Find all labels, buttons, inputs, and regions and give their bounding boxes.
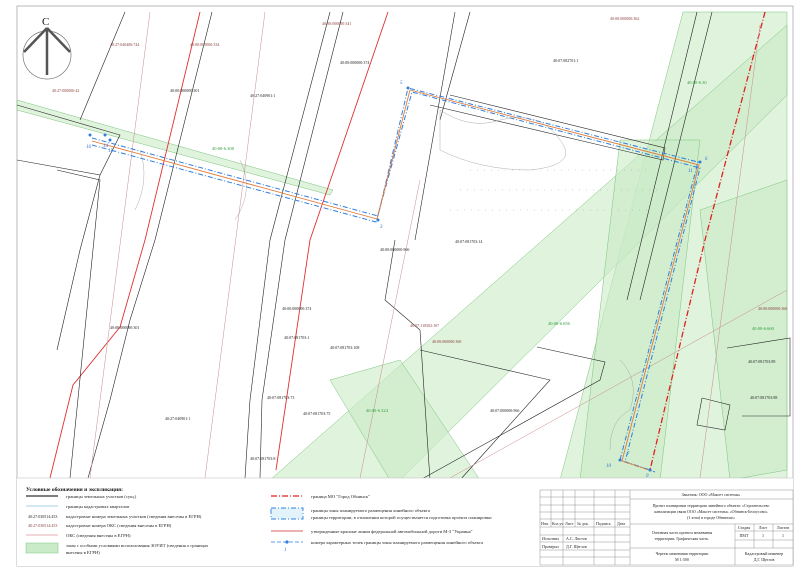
legend-item: границы зоны планируемого размещения лин…: [311, 508, 430, 513]
zone-label: 40:00-6.30: [687, 80, 707, 85]
stage-header: Листов: [777, 525, 789, 530]
legend-item: внесены в ЕГРН): [66, 550, 100, 555]
legend-item: утвержденные красные линии федеральной а…: [311, 529, 473, 534]
column-header: № док.: [577, 521, 589, 526]
cad-label: 40:00:000000:366: [758, 306, 787, 311]
cad-label: 40:07:081703:108: [330, 345, 359, 350]
zone-label: 40:00-6.660: [752, 326, 775, 331]
cad-label: 40:27:000000:42: [52, 88, 79, 93]
point-number: 14: [103, 144, 109, 149]
zone-labels: 40:00-6.308 40:00-6.30 40:00-6.656 40:00…: [212, 80, 775, 413]
legend-item: граница МО "Город Обнинск": [311, 494, 370, 499]
cad-label: 40:07:081703:75: [303, 411, 330, 416]
cad-label: 40:07:000000:966: [490, 408, 519, 413]
stage-value: ПМТ: [740, 533, 749, 538]
point-number: 6: [705, 157, 708, 162]
route-point-labels: 16 14 15 3 5 6 11 7 10 9: [86, 81, 708, 479]
point-number: 10: [606, 464, 612, 469]
section-title: территории. Графическая часть.: [655, 536, 710, 541]
point-number: 15: [108, 149, 114, 154]
red-lines-m3: [49, 11, 389, 479]
point-number: 11: [688, 169, 693, 174]
legend: Условные обозначения и экспликация: гран…: [25, 486, 492, 555]
legend-item: зоны с особыми условиями использования З…: [66, 543, 209, 548]
column-header: Подпись: [596, 521, 611, 526]
cad-label: 40:27:040901:1: [165, 416, 190, 421]
cad-label: 40:27:040406:744: [110, 42, 139, 47]
cad-label: 40:07:081703:1: [284, 335, 309, 340]
cad-label: 40:00:000000:362: [610, 16, 639, 21]
customer: Заказчик: ООО «Максет системы»: [682, 492, 741, 497]
cad-label: 40:00:000000:374: [340, 60, 369, 65]
point-number: 16: [86, 145, 92, 150]
cad-label: 40:00:000000:374: [282, 306, 311, 311]
okc-lines: [89, 11, 788, 479]
project-title: Проект планировки территории линейного о…: [653, 503, 770, 508]
point-number: 3: [380, 225, 383, 230]
cad-label: 40:27:040901:1: [250, 93, 275, 98]
stage-header: Стадия: [738, 525, 750, 530]
stage-header: Лист: [759, 525, 768, 530]
engineer-label: Кадастровый инженер: [745, 551, 783, 556]
cad-label: 40:07:081703:14: [455, 239, 482, 244]
legend-item: границы территории, в отношении которой …: [311, 515, 492, 521]
legend-item: кадастровые номера ОКС (сведения внесены…: [66, 523, 172, 528]
legend-item: ОКС (сведения внесены в ЕГРН): [66, 533, 131, 538]
legend-title: Условные обозначения и экспликация:: [26, 486, 123, 493]
cad-label: 40:00:000000:341: [322, 21, 351, 26]
cad-label: 40:07:081703:89: [748, 359, 775, 364]
point-number: 7: [627, 452, 630, 457]
legend-point-sample: 1: [284, 548, 287, 553]
zouit-zones: [16, 11, 788, 481]
legend-item: кадастровые номера земельных участков (с…: [66, 514, 202, 519]
route-points: [88, 86, 702, 472]
sheet-value: 1: [762, 533, 764, 538]
title-block-text: Заказчик: ООО «Максет системы» Проект пл…: [541, 492, 789, 562]
land-plot-boundaries: [16, 11, 791, 481]
checked-label: Проверил: [542, 544, 559, 549]
north-arrow-icon: С: [22, 16, 72, 80]
drawing-scale: М 1:500: [675, 557, 689, 562]
planned-route-zone: [91, 87, 701, 473]
cad-label: 40:00:000000:301: [170, 88, 199, 93]
zone-label: 40:00-6.308: [212, 146, 235, 151]
north-label: С: [42, 16, 49, 28]
legend-sample: 40:27:030514:453: [28, 523, 57, 528]
executed-label: Исполнил: [542, 536, 559, 541]
executed-name: А.С. Листов: [566, 536, 587, 541]
checked-name: Д.Г. Щеглов: [566, 544, 587, 549]
column-header: Дата: [617, 521, 625, 526]
column-header: Кол.уч: [552, 521, 563, 526]
sheets-value: 1: [782, 533, 784, 538]
section-title: Основная часть проекта межевания: [652, 530, 713, 535]
cad-label: 40:00:000000:301: [110, 325, 139, 330]
legend-item: границы кадастровых кварталов: [66, 504, 130, 509]
column-header: Лист: [565, 521, 574, 526]
point-number: 9: [646, 474, 649, 479]
cad-label: 40:00:000000:360: [432, 339, 461, 344]
zone-label: 40:00-6.324: [366, 408, 389, 413]
title-block: [539, 489, 794, 566]
project-title: (1 этап) в городе Обнинске»: [687, 515, 735, 520]
cad-label: 40:07:082701:1: [553, 58, 578, 63]
column-header: Изм.: [541, 521, 549, 526]
drawing-title: Чертеж межевания территории: [656, 551, 710, 556]
zone-label: 40:00-6.656: [548, 321, 571, 326]
topography: [134, 109, 660, 451]
engineer-name: Д.Г. Щеглов: [754, 557, 775, 562]
cadastral-labels: 40:27:040406:744 40:00:000000:334 40:00:…: [52, 16, 787, 461]
legend-item: границы земельных участков (сущ.): [66, 494, 137, 499]
legend-sample: 40:27:030514:453: [28, 514, 57, 519]
cad-label: 40:00:000000:334: [190, 42, 219, 47]
project-title: канализации связи ООО «Максет системы» «…: [654, 509, 767, 514]
cad-label: 40:07:081703:8: [250, 456, 275, 461]
legend-item: номера характерных точек границы зоны пл…: [311, 540, 483, 545]
cad-label: 40:07:081703:88: [750, 395, 777, 400]
mo-boundary: [649, 11, 766, 471]
cad-label: 40:07:110502:107: [410, 323, 439, 328]
cad-label: 40:00:000000:966: [380, 247, 409, 252]
cad-label: 40:07:081703:73: [267, 395, 294, 400]
point-number: 5: [400, 81, 403, 86]
